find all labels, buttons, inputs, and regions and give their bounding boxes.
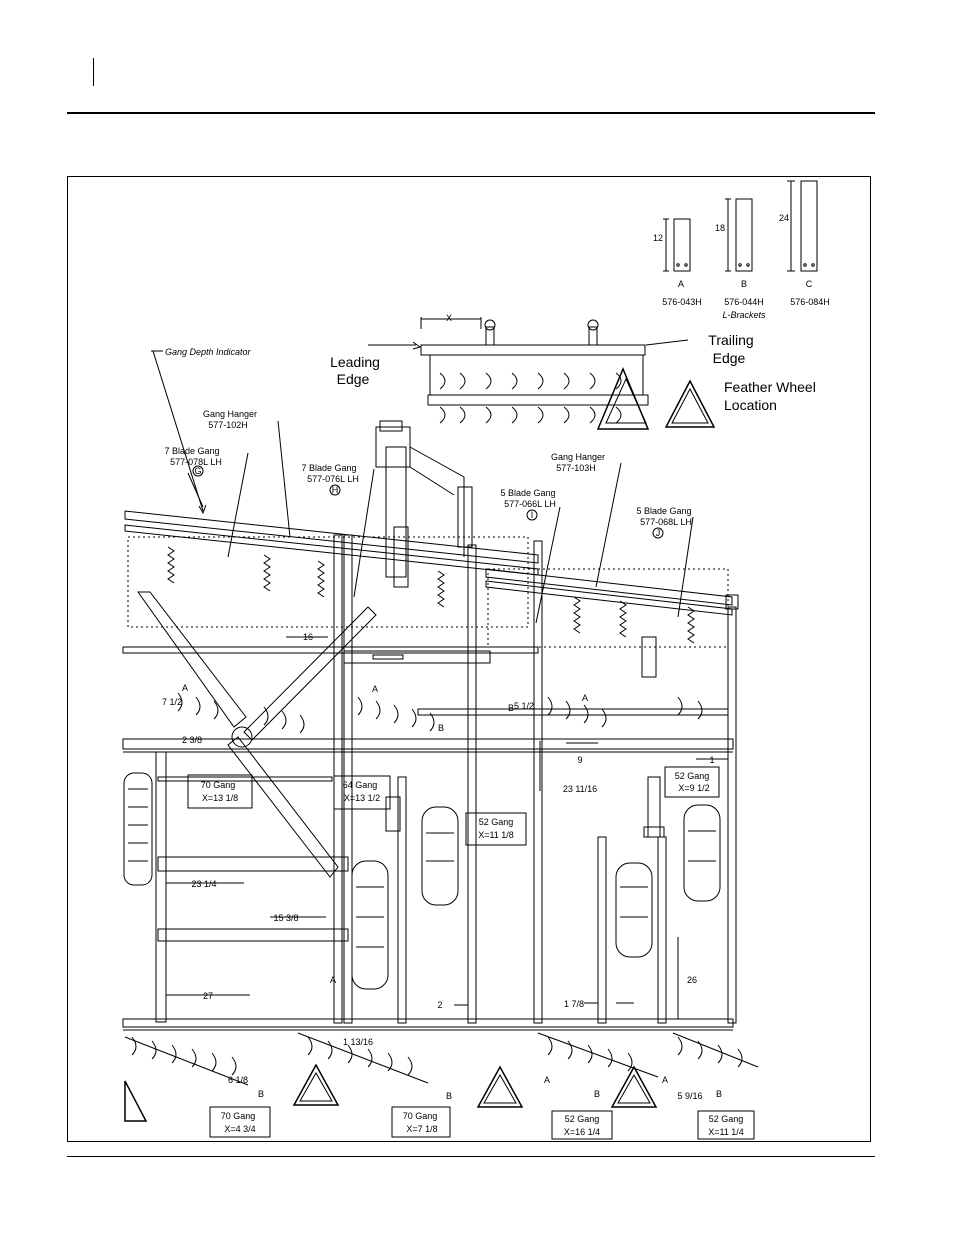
bracket-b-letter: B	[741, 279, 747, 289]
letter-a-4: A	[330, 975, 336, 985]
gang-box-2-title: 64 Gang	[343, 780, 378, 790]
l-bracket-a	[663, 218, 691, 272]
blade7-g-line2: 577-078L LH	[170, 457, 222, 467]
gang-box-1-x: X=13 1/8	[202, 793, 238, 803]
header-rule	[67, 112, 875, 114]
letter-b-6: B	[716, 1089, 722, 1099]
dim-2-3-8: 2 3/8	[182, 735, 202, 745]
gang-hanger-left-line1: Gang Hanger	[203, 409, 257, 419]
letter-b-5: B	[594, 1089, 600, 1099]
assembly-diagram: 12 18 24 A B C 576-043H 576-044H 576-084…	[122, 180, 830, 1140]
blade7-h-marker: H	[332, 485, 339, 495]
bracket-c-part: 576-084H	[790, 297, 830, 307]
main-frame	[122, 420, 759, 1122]
callout-leaders	[151, 350, 694, 624]
bracket-c-dimension: 24	[779, 213, 789, 223]
letter-a-3: A	[582, 693, 588, 703]
wheel-left-1	[123, 772, 153, 886]
gang-hanger-right-line2: 577-103H	[556, 463, 596, 473]
blade7-h-line1: 7 Blade Gang	[301, 463, 356, 473]
gang-box-6-x: X=7 1/8	[406, 1124, 437, 1134]
wheel-center-2	[421, 806, 459, 906]
l-bracket-b	[725, 198, 753, 272]
dim-6-1-8: 6 1/8	[228, 1075, 248, 1085]
blade5-i-line2: 577-066L LH	[504, 499, 556, 509]
bracket-a-letter: A	[678, 279, 684, 289]
blade5-j-line2: 577-068L LH	[640, 517, 692, 527]
bracket-a-part: 576-043H	[662, 297, 702, 307]
gang-box-8-title: 52 Gang	[709, 1114, 744, 1124]
letter-a-5: A	[544, 1075, 550, 1085]
dim-1-7-8: 1 7/8	[564, 999, 584, 1009]
letter-b-1: B	[508, 703, 514, 713]
letter-b-3: B	[258, 1089, 264, 1099]
dim-16: 16	[303, 632, 313, 642]
letter-a-1: A	[182, 683, 188, 693]
figure-frame: 12 18 24 A B C 576-043H 576-044H 576-084…	[67, 176, 871, 1142]
brackets-caption: L-Brackets	[722, 310, 766, 320]
gang-hanger-left-line2: 577-102H	[208, 420, 248, 430]
dim-9: 9	[577, 755, 582, 765]
letter-a-6: A	[662, 1075, 668, 1085]
dim-27: 27	[203, 991, 213, 1001]
dim-1: 1	[709, 755, 714, 765]
bracket-c-letter: C	[806, 279, 813, 289]
dim-1-13-16: 1 13/16	[343, 1037, 373, 1047]
gang-box-3-x: X=11 1/8	[478, 830, 514, 840]
letter-b-2: B	[438, 723, 444, 733]
gang-box-4-title: 52 Gang	[675, 771, 710, 781]
leading-edge-line1: Leading	[330, 354, 380, 370]
dim-7-1-2: 7 1/2	[162, 697, 182, 707]
gang-box-frames	[187, 766, 755, 1140]
gang-box-5-x: X=4 3/4	[224, 1124, 255, 1134]
trailing-edge-line2: Edge	[713, 350, 746, 366]
dim-15-3-8: 15 3/8	[273, 913, 298, 923]
letter-b-4: B	[446, 1091, 452, 1101]
blade7-g-line1: 7 Blade Gang	[164, 446, 219, 456]
inset-x-label: X	[446, 313, 452, 323]
blade7-g-marker: G	[194, 466, 201, 476]
gang-box-7-title: 52 Gang	[565, 1114, 600, 1124]
blade5-i-line1: 5 Blade Gang	[500, 488, 555, 498]
blade7-h-line2: 577-076L LH	[307, 474, 359, 484]
dim-23-1-4: 23 1/4	[191, 879, 216, 889]
bracket-a-dimension: 12	[653, 233, 663, 243]
dim-5-9-16: 5 9/16	[677, 1091, 702, 1101]
dim-5-1-2: 5 1/2	[514, 701, 534, 711]
trailing-edge-line1: Trailing	[708, 332, 753, 348]
bracket-b-part: 576-044H	[724, 297, 764, 307]
gang-box-3-title: 52 Gang	[479, 817, 514, 827]
dim-23-11-16: 23 11/16	[563, 784, 597, 794]
gang-box-1-title: 70 Gang	[201, 780, 236, 790]
feather-wheel-line2: Location	[724, 397, 777, 413]
gang-box-7-x: X=16 1/4	[564, 1127, 600, 1137]
leading-edge-line2: Edge	[337, 371, 370, 387]
gang-box-4-x: X=9 1/2	[678, 783, 709, 793]
gang-box-6-title: 70 Gang	[403, 1111, 438, 1121]
gang-box-8-x: X=11 1/4	[708, 1127, 744, 1137]
blade5-j-line1: 5 Blade Gang	[636, 506, 691, 516]
header-vertical-rule	[93, 58, 94, 86]
blade5-j-marker: J	[656, 528, 661, 538]
inset-gang-view	[368, 317, 689, 430]
footer-rule	[67, 1156, 875, 1157]
letter-a-2: A	[372, 684, 378, 694]
blade5-i-marker: I	[531, 510, 534, 520]
wheel-right-1	[615, 862, 653, 958]
gang-depth-indicator-label: Gang Depth Indicator	[165, 347, 252, 357]
feather-wheel-symbol	[664, 379, 716, 428]
wheel-center-1	[351, 860, 389, 990]
l-bracket-c	[787, 180, 818, 272]
dim-2: 2	[437, 1000, 442, 1010]
gang-box-2-x: X=13 1/2	[344, 793, 380, 803]
gang-box-5-title: 70 Gang	[221, 1111, 256, 1121]
wheel-right-2	[683, 804, 721, 902]
feather-wheel-line1: Feather Wheel	[724, 379, 816, 395]
gang-hanger-right-line1: Gang Hanger	[551, 452, 605, 462]
bracket-b-dimension: 18	[715, 223, 725, 233]
dim-26: 26	[687, 975, 697, 985]
